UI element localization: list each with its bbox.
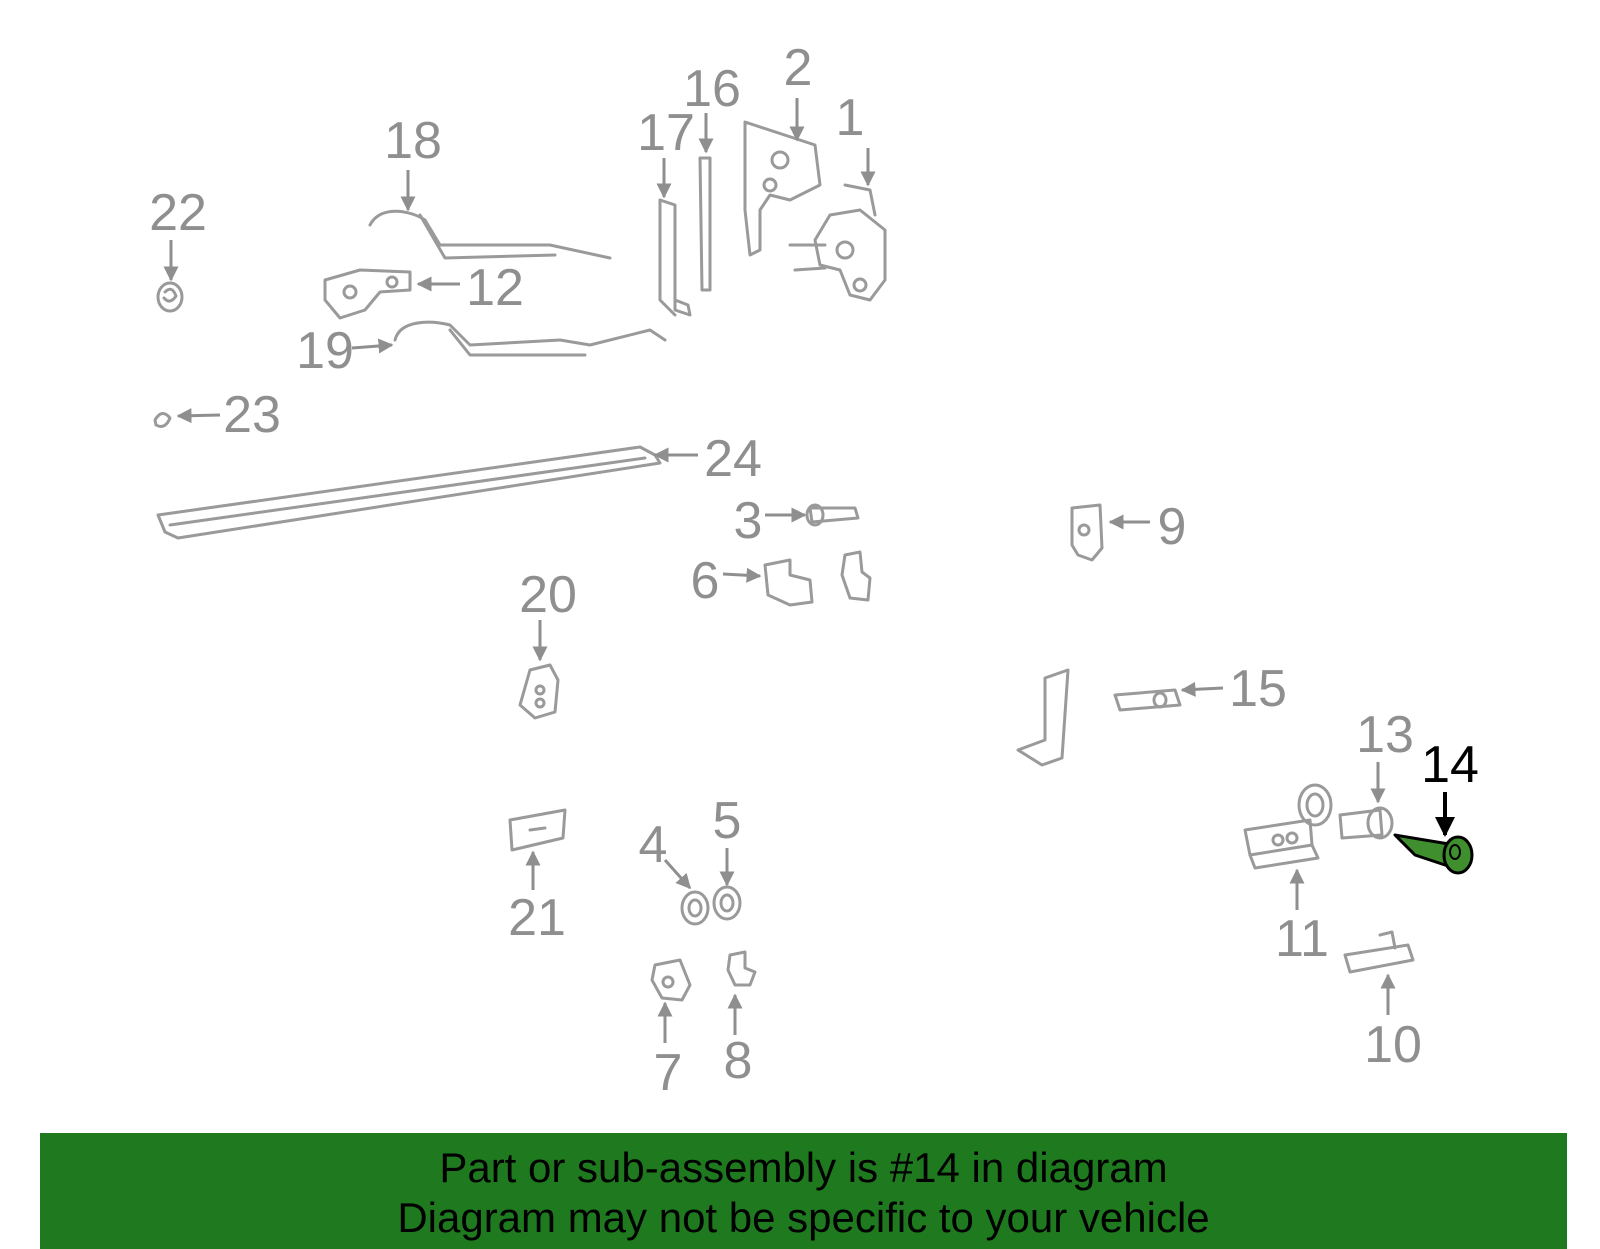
label-19: 19 [296, 322, 354, 380]
arrow-6 [722, 567, 762, 583]
part-5-bushing[interactable] [712, 885, 742, 921]
part-11-bezel[interactable] [1243, 818, 1320, 870]
banner-line-2: Diagram may not be specific to your vehi… [397, 1194, 1210, 1241]
parts-diagram: 1 2 16 17 18 12 22 19 [149, 39, 1479, 1102]
part-12-handle-bracket[interactable] [323, 268, 412, 320]
label-9: 9 [1158, 498, 1187, 556]
label-14: 14 [1421, 736, 1479, 794]
label-8: 8 [724, 1032, 753, 1090]
label-3: 3 [734, 492, 763, 550]
label-20: 20 [519, 566, 577, 624]
label-5: 5 [713, 792, 742, 850]
arrow-15 [1180, 681, 1224, 697]
label-12: 12 [466, 259, 524, 317]
part-1-latch[interactable] [788, 183, 887, 302]
part-8-plate[interactable] [726, 950, 757, 987]
label-16: 16 [683, 60, 741, 118]
label-23: 23 [223, 386, 281, 444]
part-3-bolt[interactable] [805, 503, 860, 527]
label-21: 21 [508, 889, 566, 947]
label-7: 7 [654, 1044, 683, 1102]
label-4: 4 [639, 816, 668, 874]
arrow-4 [663, 859, 692, 890]
label-11: 11 [1275, 910, 1329, 968]
label-1: 1 [836, 89, 865, 147]
part-20-bracket[interactable] [518, 663, 560, 720]
arrow-23 [176, 408, 221, 424]
part-14-highlighted[interactable] [1393, 833, 1474, 875]
part-15-clip[interactable] [1113, 688, 1182, 712]
part-4-bushing[interactable] [680, 890, 710, 926]
part-21-bracket[interactable] [508, 808, 567, 852]
label-22: 22 [149, 184, 207, 242]
arrow-19 [351, 338, 394, 354]
part-6-striker[interactable] [763, 550, 872, 607]
part-info-banner: Part or sub-assembly is #14 in diagram D… [40, 1133, 1567, 1249]
part-13-lock-cylinder[interactable] [1297, 783, 1394, 840]
label-17: 17 [637, 104, 695, 162]
part-18-cable[interactable] [368, 209, 612, 260]
part-9-bracket[interactable] [1070, 503, 1104, 562]
label-6: 6 [691, 552, 720, 610]
part-7-plate[interactable] [650, 958, 692, 1002]
label-18: 18 [384, 112, 442, 170]
label-13: 13 [1356, 706, 1414, 764]
part-16-rod[interactable] [698, 156, 712, 292]
part-23-clip[interactable] [153, 412, 172, 428]
part-24-weatherstrip[interactable] [156, 445, 662, 540]
part-2-latch-bracket[interactable] [743, 120, 822, 257]
label-2: 2 [784, 39, 813, 97]
part-17-rod[interactable] [658, 198, 692, 317]
label-15: 15 [1229, 660, 1287, 718]
label-10: 10 [1364, 1016, 1422, 1074]
label-24: 24 [704, 430, 762, 488]
part-rod-unlabeled[interactable] [1016, 668, 1070, 767]
part-10-retainer[interactable] [1343, 930, 1415, 974]
part-22-clip[interactable] [156, 281, 184, 313]
banner-line-1: Part or sub-assembly is #14 in diagram [439, 1144, 1168, 1191]
part-19-cable[interactable] [393, 320, 667, 357]
